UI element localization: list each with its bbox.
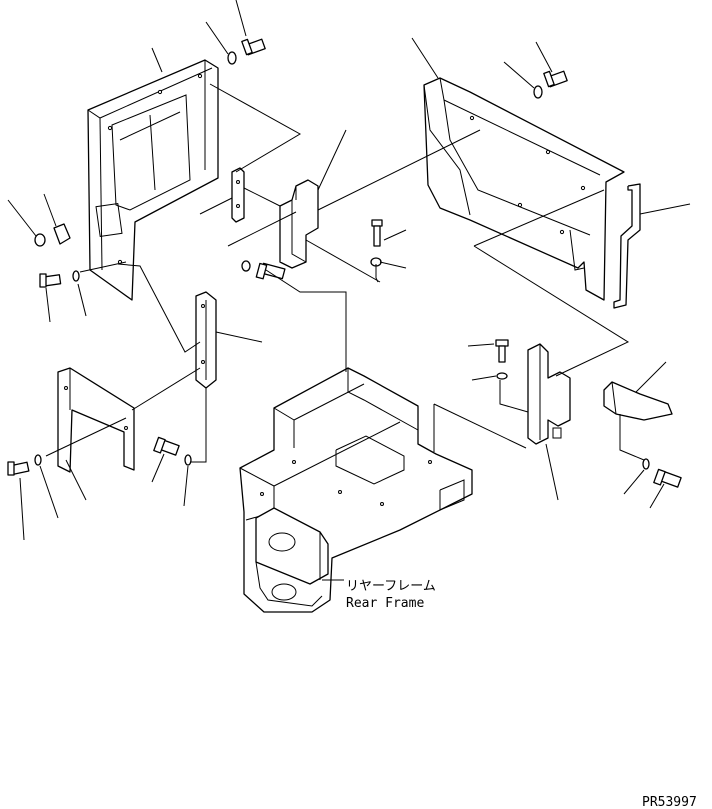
bolt-right-lower [653,468,682,488]
rear-frame [239,367,473,613]
washer-lower-center [184,454,192,466]
washer-right-lower [642,458,650,470]
bolt-top-right [543,70,568,88]
reference-leaders [7,0,691,581]
washer-top-center [227,51,237,65]
washer-left-mid [72,270,80,282]
bolt-left-mid [39,273,62,288]
bolt-lower-left [7,461,30,476]
washer-lower-left [34,454,42,466]
bolt-center [255,262,286,280]
right-side-bracket [527,343,571,445]
right-cover-panel [423,77,625,301]
washer-top-right [533,85,543,99]
plate-nut-left [53,223,71,245]
bolt-right-upright [495,339,509,363]
bolt-upright-center [371,219,383,247]
washer-center [241,260,251,272]
bolt-lower-center [153,436,180,456]
left-cover-panel [87,59,219,301]
washer-left-1 [34,233,46,247]
washer-right-upright [496,372,508,380]
upper-small-stay [231,167,245,223]
tall-stay [195,291,217,389]
center-upper-bracket [279,179,319,269]
bolt-top-center [241,38,266,56]
right-angle-bracket [603,381,673,421]
assembly-lines [45,83,645,463]
rear-frame-label-jp: リヤーフレーム [346,579,436,594]
lower-left-plate [57,367,135,473]
drawing-number: PR53997 [642,795,697,809]
rear-frame-label-en: Rear Frame [346,596,424,611]
stay-rod [613,183,641,309]
